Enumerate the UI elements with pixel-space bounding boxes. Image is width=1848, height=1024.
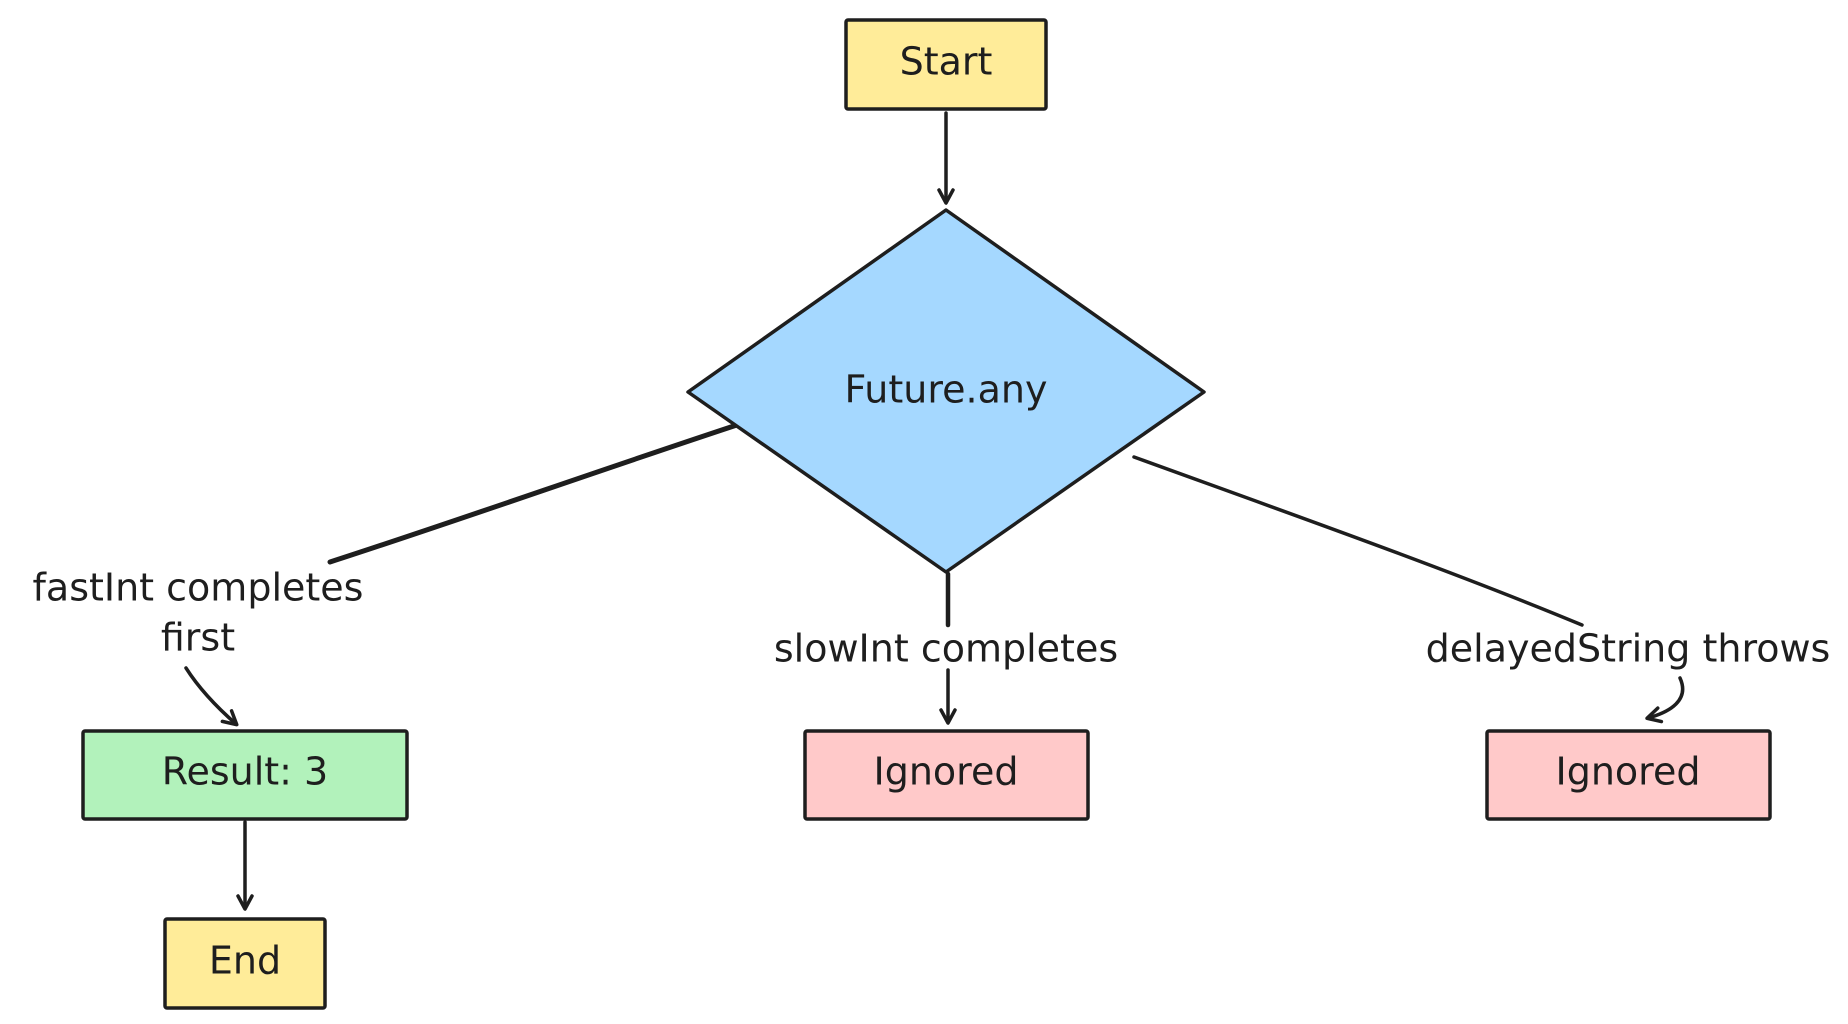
edge-label-delayedstring: delayedString throws xyxy=(1426,627,1831,671)
edge-decision-to-result xyxy=(184,419,749,727)
result-node[interactable]: Result: 3 xyxy=(81,729,409,821)
ignored-delayed-label: Ignored xyxy=(1556,750,1701,794)
ignored-delayed-node[interactable]: Ignored xyxy=(1485,729,1772,821)
edge-label-fastint-line1: fastInt completes xyxy=(33,566,364,610)
start-node[interactable]: Start xyxy=(844,18,1048,111)
decision-label: Future.any xyxy=(845,368,1048,412)
start-label: Start xyxy=(900,40,993,84)
end-node[interactable]: End xyxy=(163,917,327,1010)
ignored-slow-node[interactable]: Ignored xyxy=(803,729,1090,821)
end-label: End xyxy=(209,939,281,983)
ignored-slow-label: Ignored xyxy=(874,750,1019,794)
edge-label-slowint: slowInt completes xyxy=(774,627,1118,671)
edge-label-fastint-line2: first xyxy=(161,616,235,660)
result-label: Result: 3 xyxy=(162,750,328,794)
decision-node[interactable]: Future.any xyxy=(686,208,1206,574)
edge-decision-to-delayed xyxy=(1132,455,1685,724)
